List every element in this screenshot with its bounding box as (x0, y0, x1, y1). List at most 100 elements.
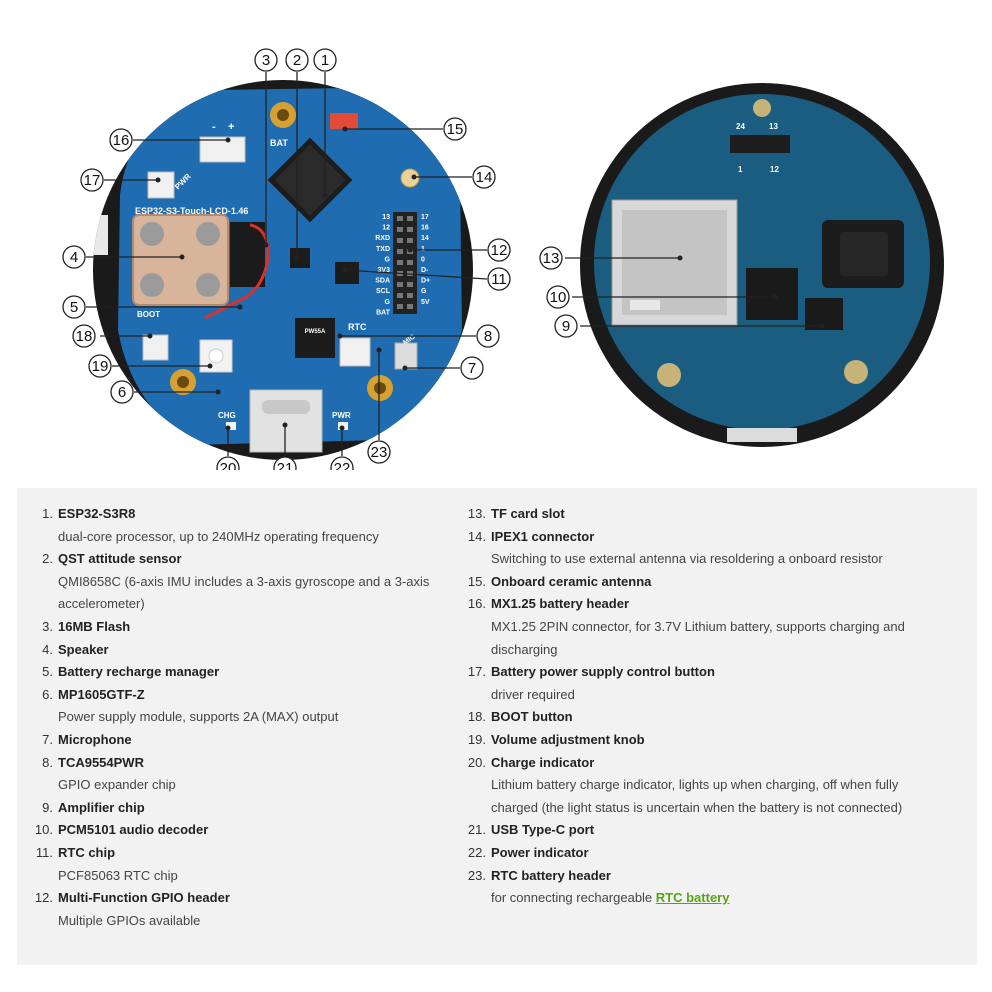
callout-marker-1: 1 (313, 48, 337, 72)
callout-marker-9: 9 (554, 314, 578, 338)
gpio-label: G (421, 288, 427, 295)
callout-dots (147, 126, 825, 431)
callout-number: 3 (262, 52, 270, 69)
legend-description: Lithium battery charge indicator, lights… (491, 777, 899, 793)
callout-marker-3: 3 (254, 48, 278, 72)
legend-number: 2. (42, 551, 53, 567)
callout-number: 13 (543, 250, 560, 267)
board-illustration: PW55A (62, 48, 944, 470)
legend-title: Charge indicator (491, 754, 595, 770)
legend-item: 10.PCM5101 audio decoder (34, 819, 454, 842)
callout-number: 20 (220, 460, 237, 470)
rtc-battery-header (339, 337, 371, 367)
flash-chip-body (230, 222, 265, 287)
legend-item: 3.16MB Flash (34, 616, 454, 639)
legend-title: Battery recharge manager (58, 664, 220, 680)
callout-number: 17 (84, 172, 101, 189)
callout-number: 1 (321, 52, 329, 69)
callout-marker-15: 15 (443, 117, 467, 141)
back-hole-top (753, 99, 771, 117)
legend-description: discharging (491, 641, 558, 657)
legend-title: Battery power supply control button (491, 664, 715, 680)
usb-c-port (249, 389, 323, 453)
rtc-chip (335, 262, 359, 284)
legend-title: 16MB Flash (58, 618, 131, 634)
legend-title: IPEX1 connector (491, 528, 595, 544)
silk-board-name: ESP32-S3-Touch-LCD-1.46 (135, 206, 248, 216)
rtc-battery-link[interactable]: RTC battery (655, 890, 730, 906)
callout-leaders (86, 72, 822, 456)
callout-marker-12: 12 (487, 238, 511, 262)
legend-item: 22.Power indicator (467, 842, 937, 865)
callout-marker-5: 5 (62, 295, 86, 319)
gpio-label: G (385, 299, 391, 306)
ceramic-antenna (330, 113, 358, 129)
legend-description: accelerometer) (58, 596, 145, 612)
gpio-label: RXD (375, 235, 390, 242)
legend-description: charged (the light status is uncertain w… (491, 799, 903, 815)
back-usb-edge (727, 428, 797, 442)
back-hole-left (657, 363, 681, 387)
callout-number: 8 (484, 328, 492, 345)
legend-number: 19. (467, 731, 486, 747)
legend-title: Microphone (58, 731, 132, 747)
legend-number: 6. (42, 686, 53, 702)
legend-description: GPIO expander chip (58, 777, 176, 793)
legend-item: 13.TF card slot (467, 503, 937, 526)
legend-title: QST attitude sensor (58, 551, 182, 567)
legend-item: 15.Onboard ceramic antenna (467, 571, 937, 594)
legend-title: ESP32-S3R8 (58, 506, 136, 521)
callout-number: 15 (447, 121, 464, 138)
legend-item: 9.Amplifier chip (34, 797, 454, 820)
callout-number: 14 (476, 169, 493, 186)
legend-title: BOOT button (491, 709, 573, 725)
legend-number: 16. (467, 596, 486, 612)
gpio-label: D- (421, 267, 429, 274)
back-pin-13: 13 (769, 122, 778, 131)
legend-item: 5. Battery recharge manager (34, 661, 454, 684)
legend-item: 7.Microphone (34, 729, 454, 752)
gpio-label: 14 (421, 235, 429, 242)
silk-chg: CHG (218, 411, 236, 420)
fpc-connector (730, 135, 790, 153)
callout-marker-2: 2 (285, 48, 309, 72)
legend-title: MX1.25 battery header (491, 596, 630, 612)
callout-marker-10: 10 (546, 285, 570, 309)
legend-number: 5. (42, 664, 53, 680)
legend-number: 21. (467, 822, 486, 838)
legend-number: 20. (467, 754, 486, 770)
legend-item: 18.BOOT button (467, 706, 937, 729)
legend-number: 8. (42, 754, 53, 770)
callout-number: 16 (113, 132, 130, 149)
pwr-button-housing (147, 171, 175, 199)
callout-number: 2 (293, 52, 301, 69)
legend-number: 11. (35, 844, 53, 860)
gpio-label: SCL (376, 288, 391, 295)
silk-bat: BAT (270, 138, 288, 148)
callout-marker-19: 19 (88, 354, 112, 378)
callout-number: 19 (92, 358, 109, 375)
legend-description: driver required (491, 686, 575, 702)
silk-bat-minus: - (212, 121, 216, 133)
callout-number: 23 (371, 444, 388, 461)
legend-title: MP1605GTF-Z (58, 686, 145, 702)
ipex-connector (400, 168, 420, 188)
back-hole-right (844, 360, 868, 384)
silk-boot: BOOT (137, 310, 160, 319)
legend-number: 23. (467, 867, 486, 883)
callout-marker-21: 21 (273, 456, 297, 470)
gpio-label: 5V (421, 299, 430, 306)
gpio-pins (397, 216, 413, 309)
gpio-label: 12 (382, 225, 390, 232)
legend-title: USB Type-C port (491, 822, 595, 838)
legend-number: 9. (42, 799, 53, 815)
chip-marking: PW55A (305, 329, 326, 335)
gpio-label: 0 (421, 256, 425, 263)
